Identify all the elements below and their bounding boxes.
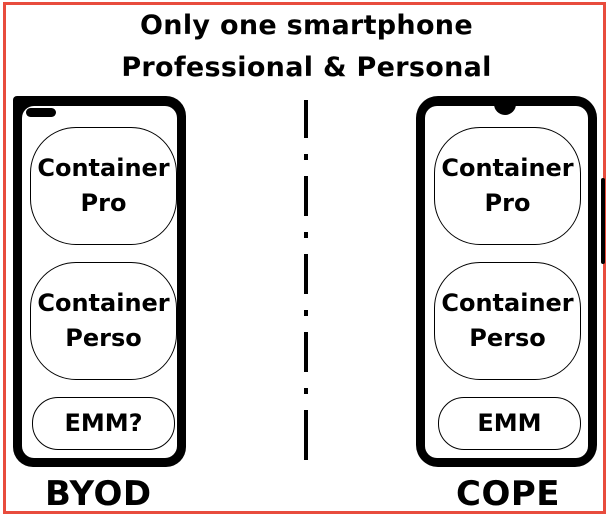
cope-container-pro-line2: Pro bbox=[484, 189, 531, 217]
cope-container-perso: Container Perso bbox=[434, 262, 581, 380]
byod-container-perso: Container Perso bbox=[30, 262, 177, 380]
byod-container-perso-line2: Perso bbox=[65, 324, 142, 352]
cope-label: COPE bbox=[456, 474, 560, 514]
title-line-2: Professional & Personal bbox=[121, 52, 492, 83]
dash-dot-divider bbox=[304, 100, 308, 460]
byod-container-pro: Container Pro bbox=[30, 127, 177, 245]
byod-emm: EMM? bbox=[32, 397, 175, 450]
camera-pill-icon bbox=[26, 108, 56, 117]
cope-container-pro-line1: Container bbox=[441, 154, 574, 183]
byod-label: BYOD bbox=[45, 474, 152, 514]
title-line-1: Only one smartphone bbox=[140, 10, 473, 41]
cope-emm: EMM bbox=[438, 397, 581, 450]
byod-emm-label: EMM? bbox=[64, 409, 143, 438]
cope-container-perso-line1: Container bbox=[441, 289, 574, 318]
byod-container-perso-line1: Container bbox=[37, 289, 170, 318]
cope-container-perso-line2: Perso bbox=[469, 324, 546, 352]
byod-container-pro-line2: Pro bbox=[80, 189, 127, 217]
cope-emm-label: EMM bbox=[477, 409, 542, 438]
side-button-icon bbox=[601, 178, 605, 264]
byod-container-pro-line1: Container bbox=[37, 154, 170, 183]
notch-icon bbox=[494, 103, 516, 115]
cope-container-pro: Container Pro bbox=[434, 127, 581, 245]
